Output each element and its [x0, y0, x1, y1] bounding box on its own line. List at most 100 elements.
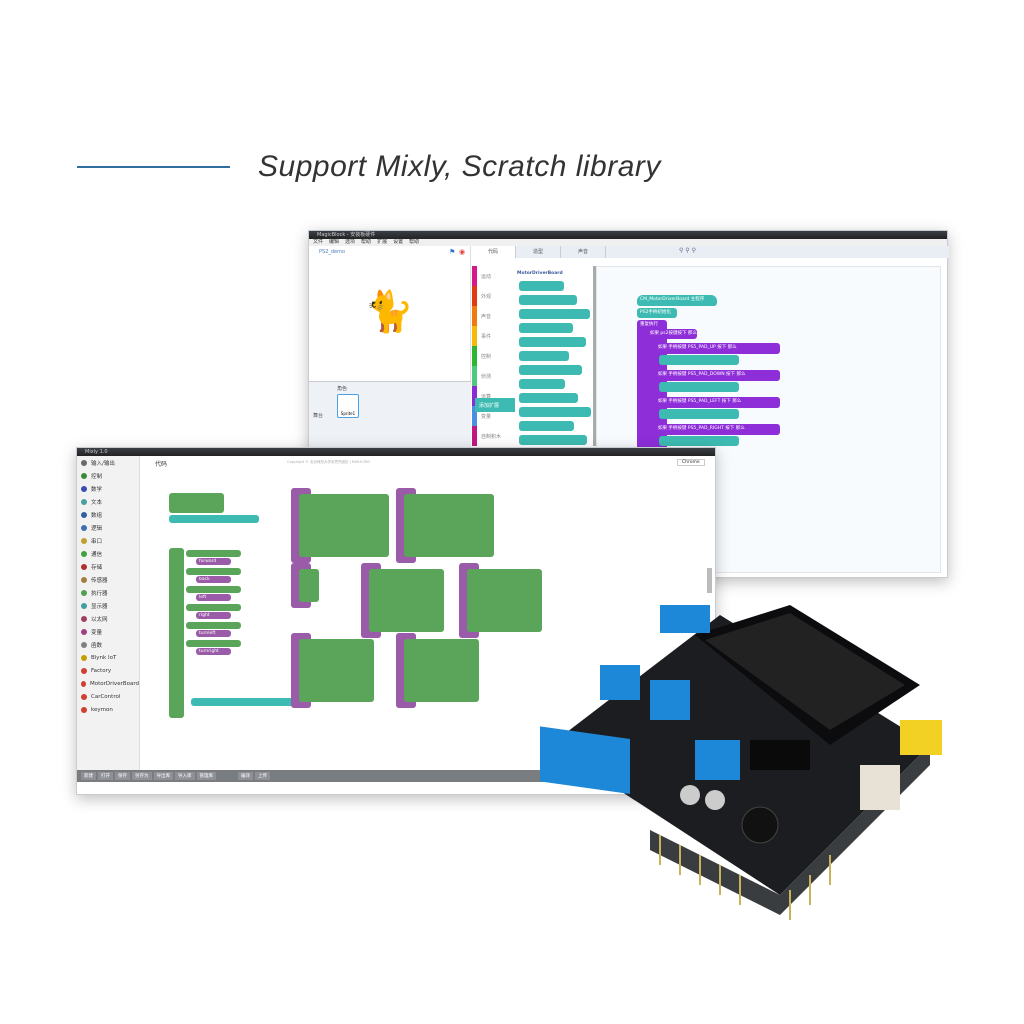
palette-block[interactable]: [519, 337, 586, 347]
call-left[interactable]: left: [196, 594, 231, 601]
toolbar-button[interactable]: 打开: [98, 772, 113, 780]
category-item[interactable]: 事件: [472, 326, 517, 346]
category-item[interactable]: 运算: [472, 386, 517, 406]
palette-block[interactable]: [519, 323, 573, 333]
toolbar-button[interactable]: 编译: [238, 772, 253, 780]
sidebar-item[interactable]: 执行器: [77, 586, 139, 599]
motor-block[interactable]: [659, 409, 739, 419]
board-select[interactable]: Chrome: [677, 459, 705, 466]
sidebar-label: 通信: [91, 551, 103, 558]
loop-block[interactable]: [169, 548, 184, 718]
tab-0[interactable]: 代码: [471, 246, 516, 258]
sidebar-item[interactable]: 函数: [77, 638, 139, 651]
toolbar-button[interactable]: 另存为: [132, 772, 152, 780]
sidebar-item[interactable]: MotorDriverBoard: [77, 677, 139, 690]
palette-block[interactable]: [519, 365, 582, 375]
sidebar-item[interactable]: 串口: [77, 534, 139, 547]
if-block[interactable]: [186, 622, 241, 629]
category-item[interactable]: 外观: [472, 286, 517, 306]
category-item[interactable]: 变量: [472, 406, 517, 426]
call-turnright[interactable]: turnright: [196, 648, 231, 655]
menu-item[interactable]: 选项: [345, 239, 356, 245]
motor-block[interactable]: [659, 382, 739, 392]
if-block[interactable]: [186, 640, 241, 647]
palette-block[interactable]: [519, 295, 577, 305]
palette-block[interactable]: [519, 351, 569, 361]
green-flag-icon[interactable]: ⚑: [449, 248, 456, 256]
category-item[interactable]: 运动: [472, 266, 517, 286]
if-button-block[interactable]: 如果 手柄按键 PS5_PAD_RIGHT 按下 那么: [655, 424, 780, 435]
call-right[interactable]: right: [196, 612, 231, 619]
category-item[interactable]: 侦测: [472, 366, 517, 386]
menu-item[interactable]: 帮助: [409, 239, 420, 245]
sidebar-item[interactable]: 文本: [77, 495, 139, 508]
toolbar-button[interactable]: 保存: [115, 772, 130, 780]
toolbar-button[interactable]: 导出库: [153, 772, 173, 780]
if-button-block[interactable]: 如果 手柄按键 PS5_PAD_DOWN 按下 那么: [655, 370, 780, 381]
if-block[interactable]: [186, 568, 241, 575]
workspace-scrollbar[interactable]: [707, 568, 712, 593]
if-block[interactable]: [186, 586, 241, 593]
motor-block[interactable]: [659, 355, 739, 365]
menu-item[interactable]: 编辑: [329, 239, 340, 245]
sidebar-item[interactable]: Blynk IoT: [77, 651, 139, 664]
tab-2[interactable]: 声音: [561, 246, 606, 258]
setup-block[interactable]: [169, 493, 224, 513]
sidebar-item[interactable]: Factory: [77, 664, 139, 677]
tab-1[interactable]: 造型: [516, 246, 561, 258]
toolbar-button[interactable]: 上传: [255, 772, 270, 780]
toolbar-button[interactable]: 管理库: [196, 772, 216, 780]
menu-item[interactable]: 帮助: [361, 239, 372, 245]
menu-item[interactable]: 文件: [313, 239, 324, 245]
sidebar-item[interactable]: keymon: [77, 703, 139, 716]
sidebar-item[interactable]: 传感器: [77, 573, 139, 586]
init-block[interactable]: PS2手柄初始化: [637, 308, 677, 318]
zoom-icons[interactable]: ⚲ ⚲ ⚲: [679, 247, 696, 254]
sidebar-item[interactable]: CarControl: [77, 690, 139, 703]
serial-block[interactable]: [169, 515, 259, 523]
palette-block[interactable]: [519, 421, 574, 431]
sidebar-item[interactable]: 变量: [77, 625, 139, 638]
sidebar-item[interactable]: 控制: [77, 469, 139, 482]
hat-block[interactable]: CM_MotorDriverBoard 主程序: [637, 295, 717, 306]
call-back[interactable]: back: [196, 576, 231, 583]
palette-block[interactable]: [519, 393, 578, 403]
servo-block[interactable]: [191, 698, 311, 706]
palette-block[interactable]: [519, 435, 587, 445]
menu-item[interactable]: 扩展: [377, 239, 388, 245]
if-button-block[interactable]: 如果 手柄按键 PS5_PAD_UP 按下 那么: [655, 343, 780, 354]
call-turnleft[interactable]: turnleft: [196, 630, 231, 637]
if-block[interactable]: 如果 ps2按键按下 那么: [647, 329, 697, 339]
sprite-thumbnail[interactable]: Sprite1: [337, 394, 359, 418]
palette-block[interactable]: [519, 309, 590, 319]
sidebar-item[interactable]: 数组: [77, 508, 139, 521]
if-button-block[interactable]: 如果 手柄按键 PS5_PAD_LEFT 按下 那么: [655, 397, 780, 408]
palette-block[interactable]: [519, 281, 564, 291]
category-item[interactable]: 控制: [472, 346, 517, 366]
sidebar-item[interactable]: 以太网: [77, 612, 139, 625]
sidebar-item[interactable]: 存储: [77, 560, 139, 573]
toolbar-button[interactable]: 导入库: [175, 772, 195, 780]
if-block[interactable]: [186, 604, 241, 611]
add-extension-button[interactable]: 添加扩展: [475, 398, 515, 412]
category-item[interactable]: 自制积木: [472, 426, 517, 446]
sidebar-item[interactable]: 逻辑: [77, 521, 139, 534]
code-tab[interactable]: 代码: [155, 461, 168, 468]
category-item[interactable]: 声音: [472, 306, 517, 326]
palette-block[interactable]: [519, 379, 565, 389]
menu-item[interactable]: 设置: [393, 239, 404, 245]
if-block[interactable]: [186, 550, 241, 557]
block-workspace[interactable]: forward back left right turnleft turnright: [141, 468, 711, 768]
sidebar-item[interactable]: 输入/输出: [77, 456, 139, 469]
toolbar-button[interactable]: 新建: [81, 772, 96, 780]
sidebar-item[interactable]: 显示器: [77, 599, 139, 612]
stop-icon[interactable]: ◉: [459, 248, 466, 256]
sidebar-item[interactable]: 数学: [77, 482, 139, 495]
palette-block[interactable]: [519, 407, 591, 417]
motor-statements: [467, 569, 542, 632]
sidebar-item[interactable]: 通信: [77, 547, 139, 560]
palette-scrollbar[interactable]: [593, 266, 596, 446]
motor-block[interactable]: [659, 436, 739, 446]
call-forward[interactable]: forward: [196, 558, 231, 565]
